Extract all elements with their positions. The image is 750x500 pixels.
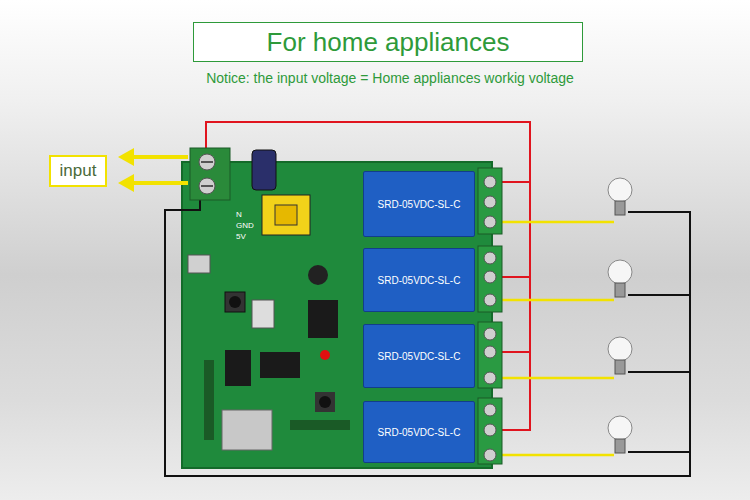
input-arrow [118,148,188,192]
relay-box: SRD-05VDC-SL-C [363,171,475,237]
pin-label: N [236,210,242,219]
relay-model: SRD-05VDC-SL-C [378,351,461,362]
switched-wire [500,454,614,457]
terminal-screw [199,178,215,194]
pin-label: GND [236,221,254,230]
input-label-box: input [49,155,107,187]
switched-wire [500,221,614,224]
live-wire [500,351,530,353]
neutral-wire [165,198,690,476]
input-terminal [190,148,230,200]
lamp [608,178,632,453]
pin-label: 5V [236,232,246,241]
relay-model: SRD-05VDC-SL-C [378,427,461,438]
live-wire [500,181,530,183]
relay-box: SRD-05VDC-SL-C [363,248,475,312]
notice-text: Notice: the input voltage = Home applian… [206,70,574,86]
neutral-wire [628,451,690,453]
relay-box: SRD-05VDC-SL-C [363,324,475,388]
board-components [188,150,350,450]
title-box: For home appliances [193,22,583,62]
title-text: For home appliances [267,27,510,58]
neutral-wire [628,371,690,373]
switched-wire [500,377,614,380]
live-wire [500,276,530,278]
input-label: input [60,161,97,181]
pcb-board [182,162,492,468]
relay-model: SRD-05VDC-SL-C [378,275,461,286]
relay-model: SRD-05VDC-SL-C [378,199,461,210]
neutral-wire [628,294,690,296]
switched-wire [500,299,614,302]
live-wire [206,122,530,430]
terminal-screw [199,154,215,170]
relay-box: SRD-05VDC-SL-C [363,401,475,463]
relay-terminals [478,168,502,464]
